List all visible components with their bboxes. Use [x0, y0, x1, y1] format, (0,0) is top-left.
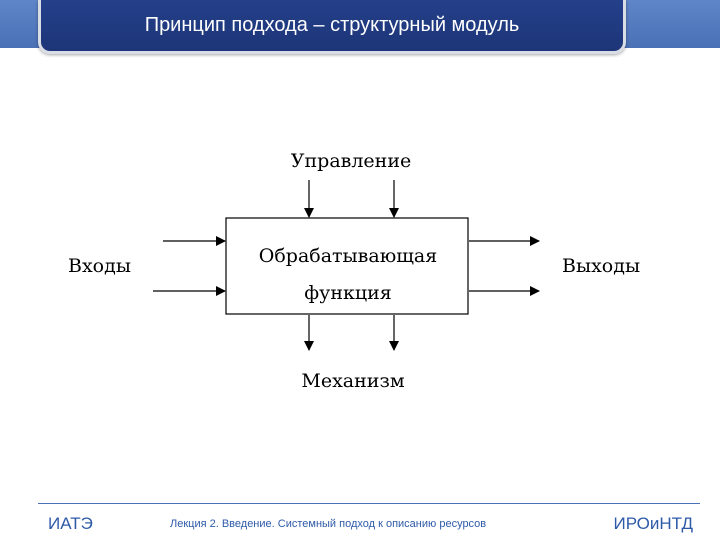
outputs-label: Выходы: [562, 255, 640, 277]
slide-title-box: Принцип подхода – структурный модуль: [38, 0, 626, 54]
slide-title: Принцип подхода – структурный модуль: [144, 14, 520, 36]
function-box: [225, 217, 469, 315]
inputs-label: Входы: [68, 255, 131, 277]
mechanism-label: Механизм: [301, 370, 404, 392]
footer-lecture-title: Лекция 2. Введение. Системный подход к о…: [170, 518, 487, 530]
footer-divider: [38, 503, 700, 504]
footer-department: ИРОиНТД: [613, 514, 693, 533]
footer-institute: ИАТЭ: [48, 514, 93, 533]
control-label: Управление: [291, 150, 411, 172]
function-box-label-line1: Обрабатывающая: [259, 245, 437, 267]
function-box-label-line2: функция: [304, 282, 391, 304]
